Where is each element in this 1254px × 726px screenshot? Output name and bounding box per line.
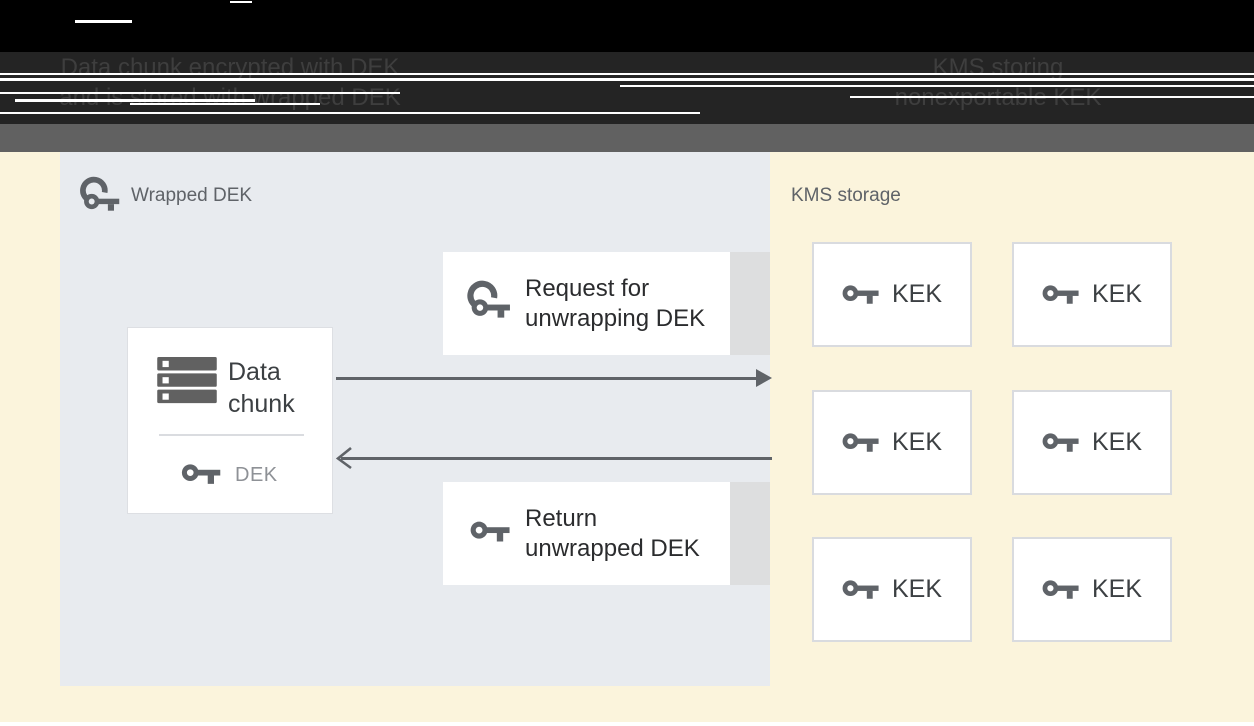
return-box-line: Return xyxy=(525,505,598,532)
kms-storage-label: KMS storage xyxy=(791,185,901,206)
kek-box: KEK xyxy=(812,242,972,347)
data-chunk-box: Data chunk DEK xyxy=(127,327,333,514)
request-box: Request for unwrapping DEK xyxy=(443,252,730,355)
divider-band xyxy=(0,124,1254,152)
kek-label: KEK xyxy=(1091,280,1143,308)
request-arrow xyxy=(336,377,757,380)
request-box-line: unwrapping DEK xyxy=(525,305,706,332)
key-icon xyxy=(1042,580,1079,599)
kek-label: KEK xyxy=(1091,428,1143,456)
return-box-shadow xyxy=(730,482,770,585)
glitch-line xyxy=(230,1,252,3)
glitch-line xyxy=(0,92,400,94)
storage-stack-icon xyxy=(157,357,217,404)
key-icon xyxy=(1042,433,1079,452)
data-chunk-title-line: chunk xyxy=(228,390,295,418)
key-icon xyxy=(181,464,221,484)
data-chunk-title: Data chunk xyxy=(228,356,328,420)
glitch-line xyxy=(0,78,1254,81)
caption-line: and is stored with wrapped DEK xyxy=(59,84,401,111)
glitch-line xyxy=(75,20,132,23)
return-box: Return unwrapped DEK xyxy=(443,482,730,585)
data-chunk-title-line: Data xyxy=(228,358,281,386)
kek-box: KEK xyxy=(1012,537,1172,642)
return-box-line: unwrapped DEK xyxy=(525,535,700,562)
request-box-shadow xyxy=(730,252,770,355)
glitch-line xyxy=(0,112,700,114)
arrowhead-right-icon xyxy=(756,369,772,387)
caption-line: nonexportable KEK xyxy=(894,84,1102,111)
wrapped-key-icon xyxy=(80,176,120,211)
caption-line: Data chunk encrypted with DEK xyxy=(60,54,400,81)
key-icon xyxy=(470,521,510,542)
arrowhead-left-icon xyxy=(335,446,352,470)
glitch-line xyxy=(15,99,255,102)
key-icon xyxy=(842,433,879,452)
key-icon xyxy=(842,285,879,304)
key-icon xyxy=(842,580,879,599)
glitch-line xyxy=(850,96,1254,98)
request-box-label: Request for unwrapping DEK xyxy=(525,274,705,334)
kek-label: KEK xyxy=(891,280,943,308)
glitch-line xyxy=(130,103,320,105)
caption-line: KMS storing xyxy=(932,54,1064,81)
return-box-label: Return unwrapped DEK xyxy=(525,504,700,564)
kek-label: KEK xyxy=(891,428,943,456)
data-chunk-divider xyxy=(159,434,304,436)
kek-box: KEK xyxy=(1012,390,1172,495)
header-black-bar xyxy=(0,0,1254,52)
key-icon xyxy=(1042,285,1079,304)
kek-label: KEK xyxy=(891,575,943,603)
glitch-line xyxy=(0,73,1254,75)
header-caption-left: Data chunk encrypted with DEK and is sto… xyxy=(58,53,402,113)
kek-box: KEK xyxy=(812,390,972,495)
glitch-line xyxy=(620,85,1254,87)
kek-box: KEK xyxy=(1012,242,1172,347)
return-arrow xyxy=(341,457,772,460)
kek-label: KEK xyxy=(1091,575,1143,603)
wrapped-key-icon xyxy=(467,280,510,318)
kek-box: KEK xyxy=(812,537,972,642)
header-caption-right: KMS storing nonexportable KEK xyxy=(868,53,1128,113)
request-box-line: Request for xyxy=(525,275,650,302)
dek-label: DEK xyxy=(235,464,278,486)
wrapped-dek-label: Wrapped DEK xyxy=(131,185,253,206)
